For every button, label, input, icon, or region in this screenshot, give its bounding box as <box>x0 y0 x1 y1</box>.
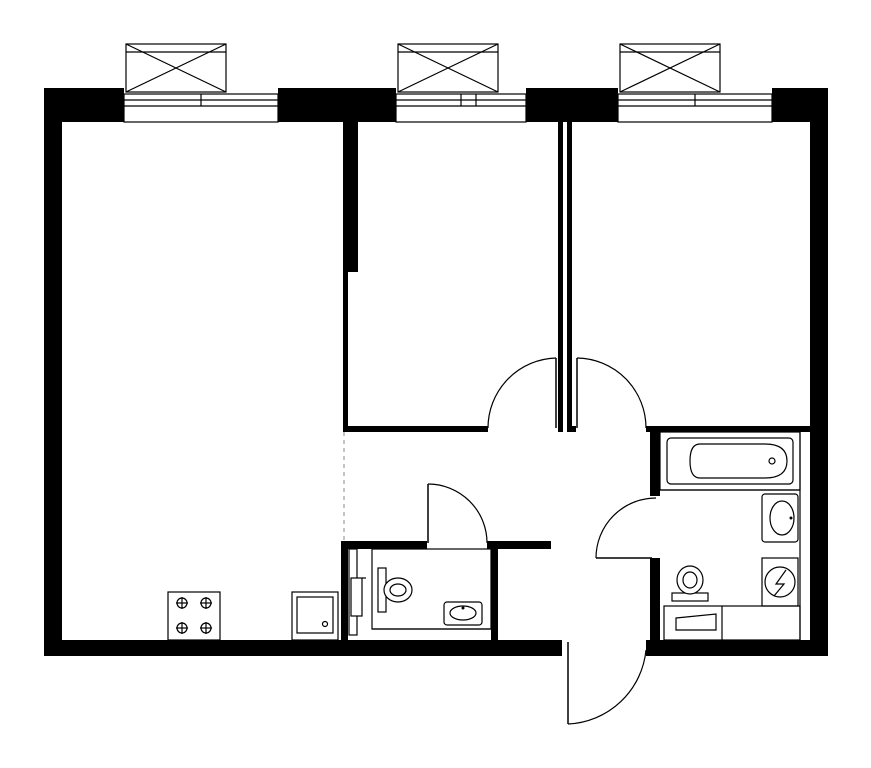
bathroom-fixtures <box>659 431 801 641</box>
window-middle <box>395 93 527 123</box>
balcony-right <box>619 43 721 93</box>
door-middle-bedroom[interactable] <box>487 357 557 429</box>
kitchen-sink-icon <box>291 591 339 641</box>
door-bathroom[interactable] <box>595 497 657 559</box>
window-right <box>617 93 773 123</box>
washbasin-icon <box>761 493 799 543</box>
boiler-bathroom-icon <box>675 613 717 631</box>
boiler-icon <box>350 577 366 617</box>
toilet-icon <box>377 567 413 613</box>
bathtub-icon <box>659 431 801 491</box>
door-entrance[interactable] <box>567 642 647 725</box>
balcony-left <box>125 43 227 93</box>
door-wc[interactable] <box>427 483 488 544</box>
stove-icon <box>167 591 221 641</box>
balcony-middle <box>397 43 499 93</box>
bathroom-toilet-icon <box>671 565 709 602</box>
washing-machine-icon <box>761 557 799 607</box>
door-right-bedroom[interactable] <box>576 357 647 429</box>
sink-icon <box>443 601 483 626</box>
exterior-walls <box>44 88 828 656</box>
interior-walls <box>341 122 810 640</box>
window-left <box>123 93 279 123</box>
wc-fixtures <box>348 548 492 636</box>
